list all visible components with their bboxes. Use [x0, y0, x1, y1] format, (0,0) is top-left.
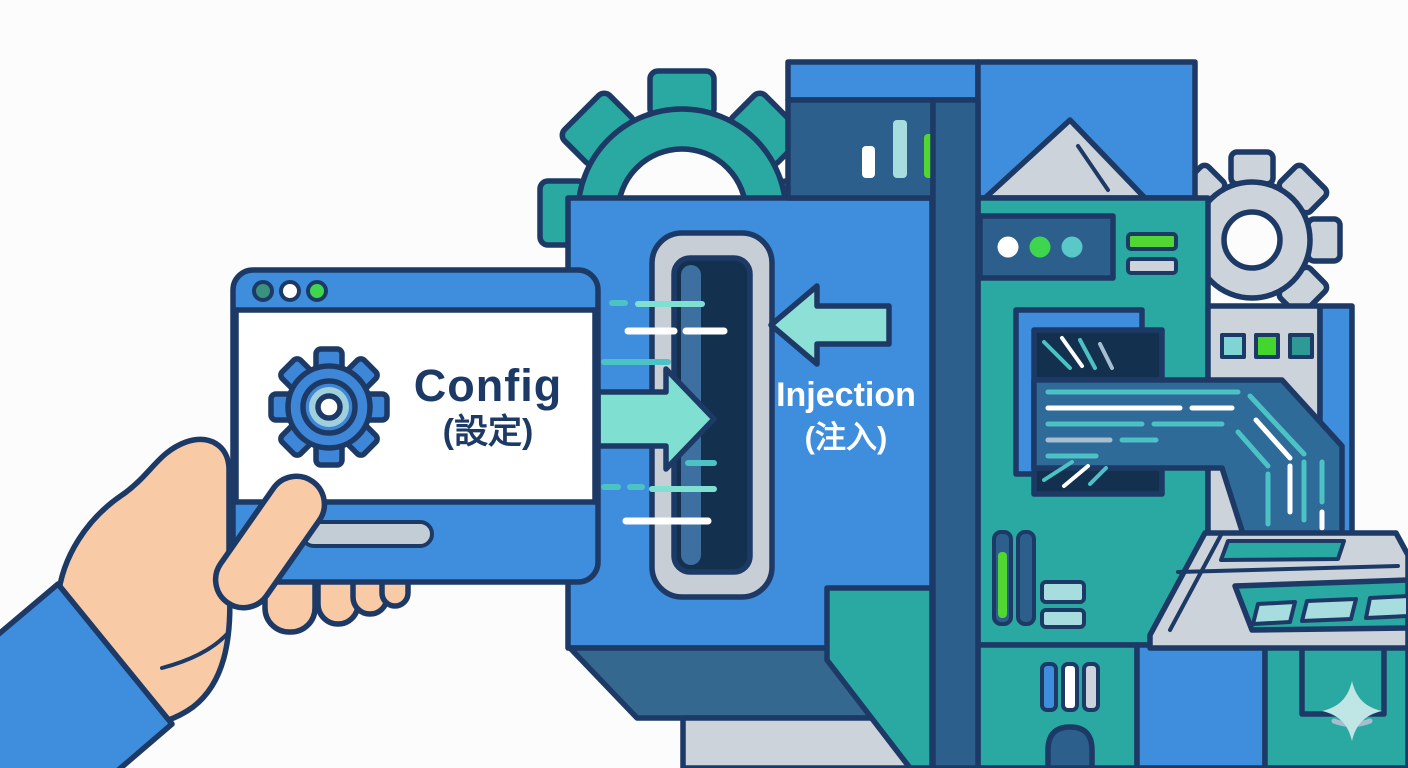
circuit-board-icon [1042, 336, 1114, 488]
config-subtitle: (設定) [443, 413, 534, 451]
sparkle-icon [1322, 681, 1382, 741]
injection-sublabel: (注入) [805, 420, 888, 455]
sleeve [0, 581, 175, 768]
card-handle-bar [300, 520, 434, 548]
speed-lines [601, 300, 728, 525]
arrow-left-icon [768, 283, 892, 367]
side-column [930, 97, 981, 768]
thumb [212, 473, 328, 611]
arch-door [1045, 724, 1095, 768]
green-indicator [1126, 232, 1178, 251]
chart-panel [785, 97, 936, 201]
circuit-ribbon [1031, 336, 1345, 540]
traffic-dots-icon [252, 280, 328, 302]
status-dots-bar [977, 213, 1116, 281]
top-header-strip [785, 59, 981, 103]
injection-label: Injection [776, 376, 916, 414]
gear-icon [268, 346, 390, 468]
gray-indicator [1126, 257, 1178, 275]
palm-crease [160, 632, 229, 670]
machine: Injection (注入) [565, 59, 1408, 768]
gauge-bars [992, 530, 1086, 629]
teal-corner-block [824, 585, 935, 768]
bottom-blue-panel [1134, 642, 1268, 768]
config-title: Config [414, 360, 562, 411]
arrow-right-icon [595, 366, 717, 472]
printer [1147, 530, 1408, 651]
vent-bars [1040, 662, 1100, 712]
